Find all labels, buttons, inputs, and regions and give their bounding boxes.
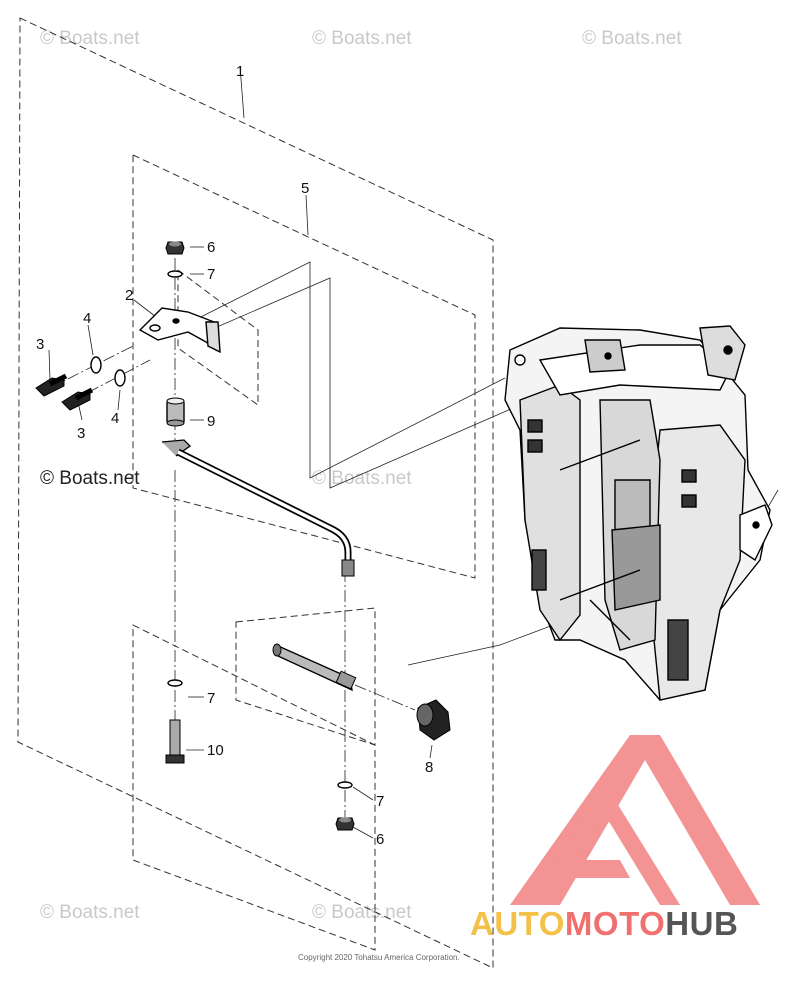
watermark-top-left: © Boats.net — [40, 28, 140, 49]
logo-text-moto: MOTO — [565, 905, 665, 942]
callout-6-bottom: 6 — [376, 831, 384, 848]
tilt-rod — [161, 439, 355, 577]
callout-8: 8 — [425, 759, 433, 776]
nut-6-top — [165, 241, 185, 255]
watermark-bottom-left: © Boats.net — [40, 902, 140, 923]
watermark-top-center: © Boats.net — [312, 28, 412, 49]
callout-4-bottom: 4 — [111, 410, 119, 427]
copyright-text: Copyright 2020 Tohatsu America Corporati… — [298, 953, 460, 962]
bracket-part-2 — [138, 307, 221, 354]
kit-outline-1 — [17, 17, 494, 969]
callout-2: 2 — [125, 287, 133, 304]
washer-7-top — [167, 270, 183, 278]
callout-1: 1 — [236, 63, 244, 80]
logo-text-auto: AUTO — [470, 905, 565, 942]
watermark-mid-center: © Boats.net — [312, 468, 412, 489]
callout-4-top: 4 — [83, 310, 91, 327]
nut-6-bottom — [335, 817, 355, 831]
washer-4-a — [90, 356, 102, 374]
pin-part — [272, 643, 357, 692]
callout-7-bottom: 7 — [376, 793, 384, 810]
watermark-bottom-center: © Boats.net — [312, 902, 412, 923]
callout-10: 10 — [207, 742, 224, 759]
callout-3-top: 3 — [36, 336, 44, 353]
callout-7-top: 7 — [207, 266, 215, 283]
callout-5: 5 — [301, 180, 309, 197]
logo-text-hub: HUB — [665, 905, 738, 942]
clamp-bracket-assembly — [504, 325, 773, 701]
watermark-mid-left: © Boats.net — [40, 468, 140, 489]
nut-part-8 — [416, 699, 451, 741]
washer-4-b — [114, 369, 126, 387]
svg-text:AUTOMOTOHUB: AUTOMOTOHUB — [470, 905, 738, 942]
brand-logo: AUTOMOTOHUB — [470, 735, 760, 942]
collar-part-9 — [166, 397, 185, 427]
bolt-3-b — [61, 387, 94, 411]
logo-triangle-icon — [510, 735, 760, 905]
bolt-part-10 — [165, 719, 185, 764]
callout-9: 9 — [207, 413, 215, 430]
lower-fastener-outline — [132, 624, 376, 951]
washer-7-mid — [167, 679, 183, 687]
callout-3-bottom: 3 — [77, 425, 85, 442]
pin-outline — [235, 607, 376, 746]
watermark-top-right: © Boats.net — [582, 28, 682, 49]
washer-7-bottom — [337, 781, 353, 789]
callout-7-mid: 7 — [207, 690, 215, 707]
callout-6-top: 6 — [207, 239, 215, 256]
bolt-3-a — [35, 373, 68, 397]
kit-outline-5 — [132, 154, 476, 579]
